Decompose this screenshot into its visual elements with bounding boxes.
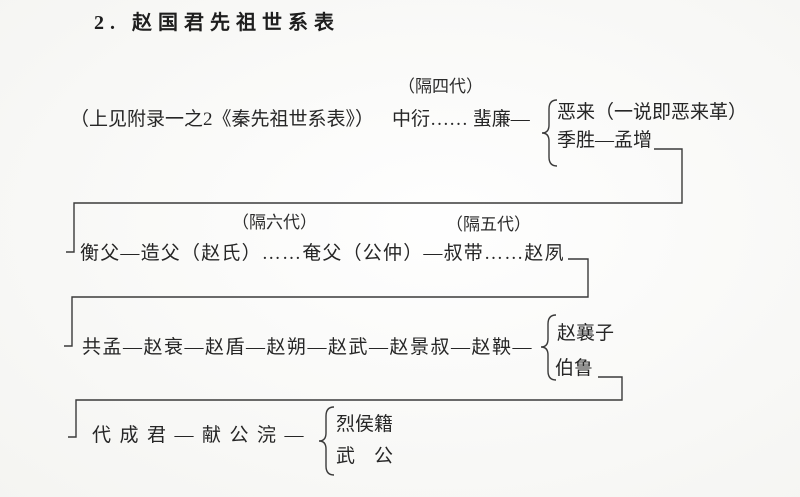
curly-brace-icon bbox=[540, 314, 557, 381]
lineage-row1-child-elai: 恶来（一说即恶来革） bbox=[557, 102, 748, 123]
lineage-row1-child-jisheng: 季胜—孟增 bbox=[557, 130, 653, 151]
generation-gap-4-label: （隔四代） bbox=[398, 77, 483, 96]
lineage-row1-text: 中衍…… 蜚廉— bbox=[392, 109, 530, 130]
generation-gap-6-label: （隔六代） bbox=[232, 213, 317, 232]
connector-line-2 bbox=[64, 258, 589, 347]
lineage-row3-text: 共孟—赵衰—赵盾—赵朔—赵武—赵景叔—赵鞅— bbox=[82, 337, 534, 358]
page-title: 2. 赵国君先祖世系表 bbox=[94, 12, 340, 34]
curly-brace-icon bbox=[541, 99, 558, 167]
lineage-row2-text: 衡父—造父（赵氏）……奄父（公仲）—叔带……赵夙 bbox=[80, 243, 565, 264]
lineage-row4-text: 代成君—献公浣— bbox=[92, 425, 313, 446]
generation-gap-5-label: （隔五代） bbox=[446, 215, 531, 234]
lineage-row3-child-xiangzi: 赵襄子 bbox=[557, 323, 615, 344]
curly-brace-icon bbox=[318, 406, 335, 476]
lineage-row4-child-wugong: 武 公 bbox=[336, 446, 394, 467]
appendix-reference-note: （上见附录一之2《秦先祖世系表》） bbox=[70, 109, 375, 130]
lineage-row3-child-bolu: 伯鲁 bbox=[555, 358, 594, 379]
lineage-row4-child-liehou: 烈侯籍 bbox=[336, 414, 394, 435]
connector-line-1 bbox=[66, 148, 683, 253]
